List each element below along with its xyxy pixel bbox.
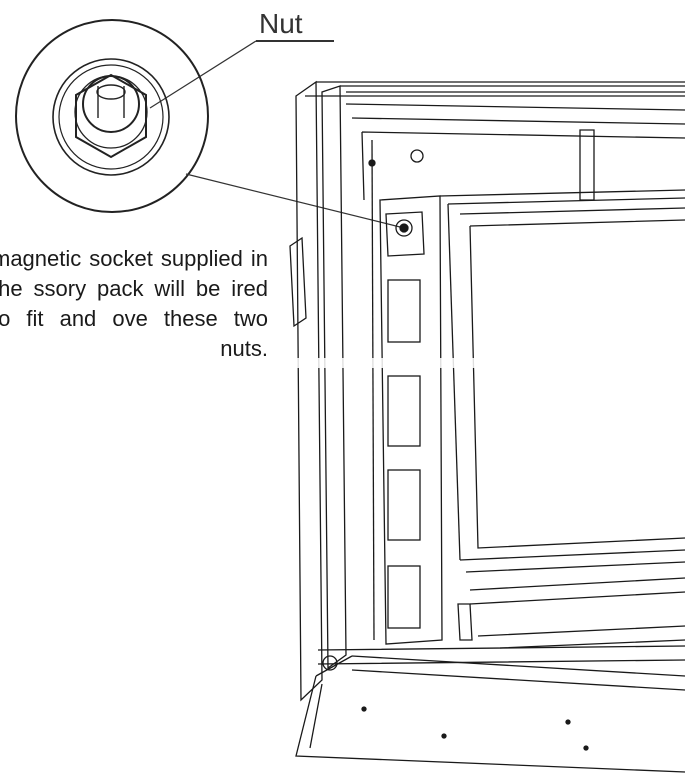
callout-leader-line [149, 40, 257, 109]
magnifier-pointer-line [185, 173, 405, 229]
instruction-text: magnetic socket supplied in the ssory pa… [0, 246, 268, 361]
nut-detail-magnifier [15, 19, 209, 213]
scan-band [296, 358, 685, 368]
nut-callout-label: Nut [259, 8, 303, 39]
stove-frame-drawing [289, 80, 685, 773]
